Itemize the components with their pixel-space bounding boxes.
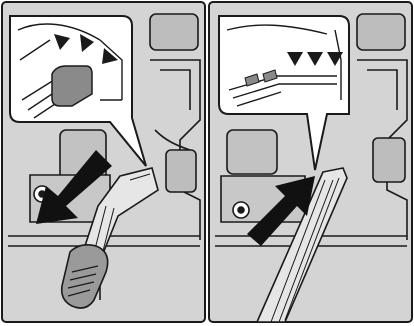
panel-push-in [207,0,414,326]
panel-pull-out [0,0,207,326]
side-latch [373,138,405,182]
side-latch [166,150,196,192]
panel-push-in-drawing [207,0,414,326]
panel-pull-out-drawing [0,0,207,326]
